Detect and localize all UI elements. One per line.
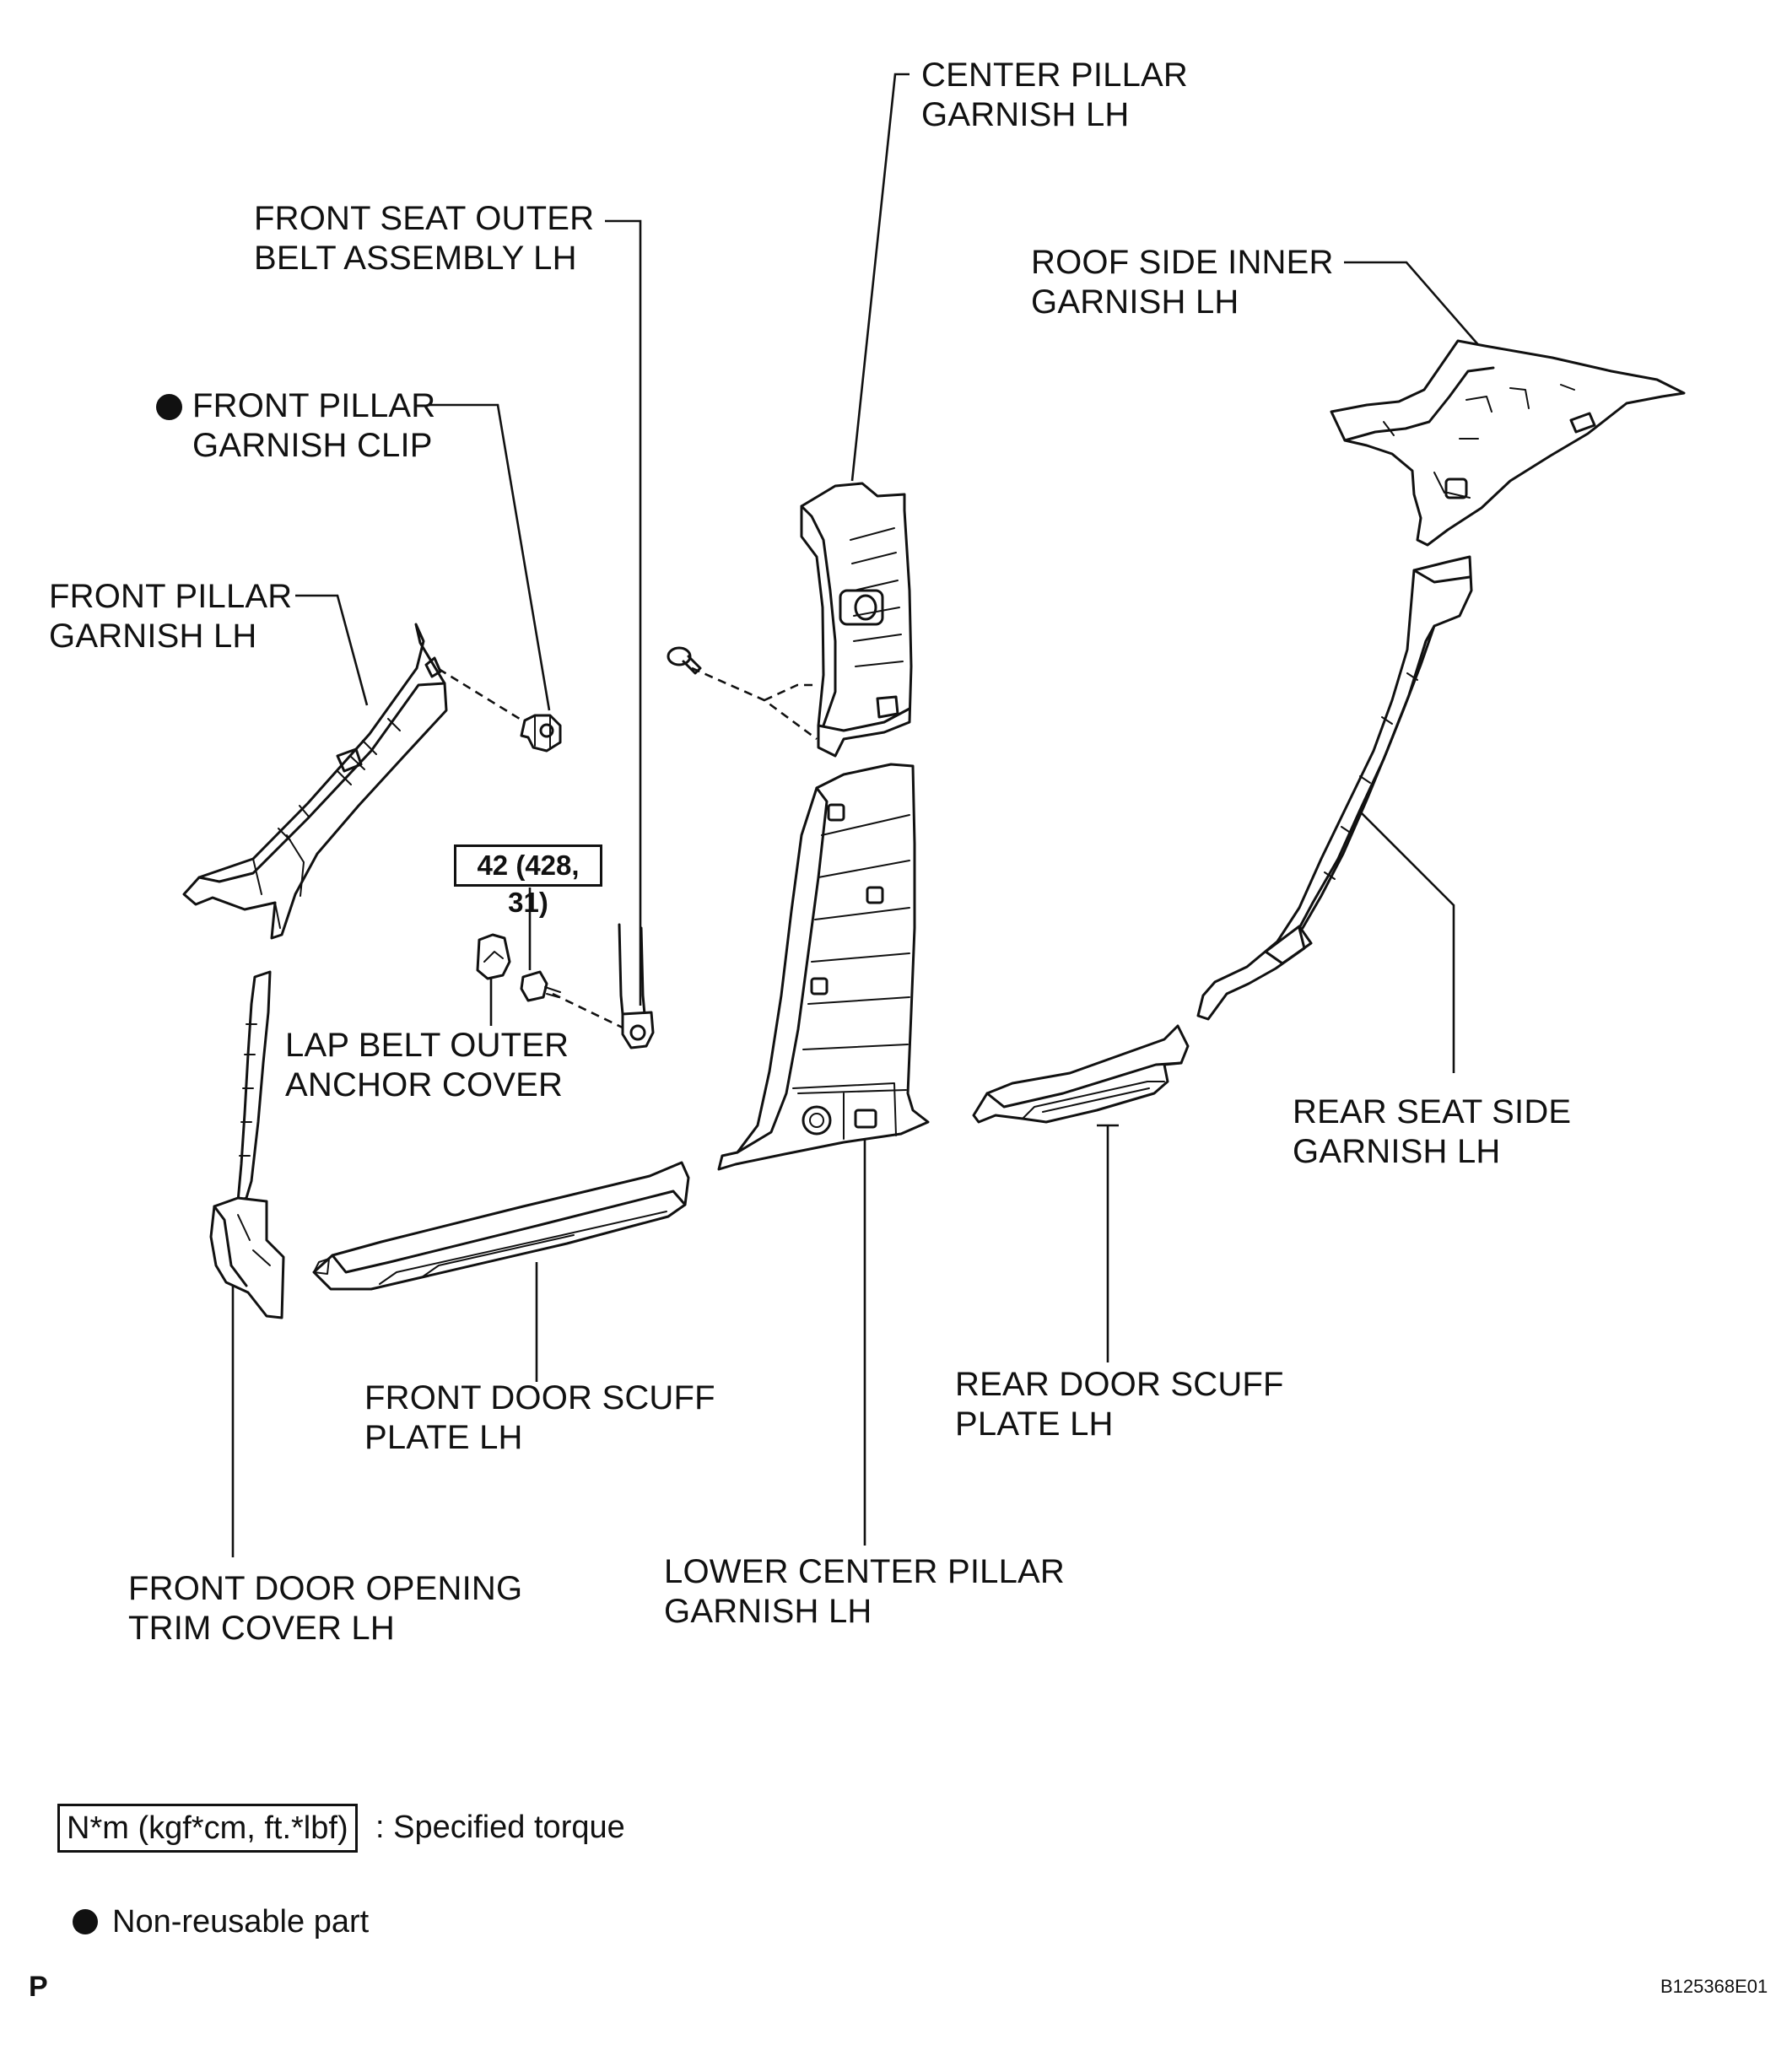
dash-pillar-to-clip [438,667,527,725]
front-scuff-top-edge [331,1190,687,1274]
leader-roof-side [1344,261,1482,348]
anchor-cover-part [476,933,511,980]
bolt-head [520,970,548,1002]
leader-pillar-clip [429,403,551,711]
roof-side-outline [1330,339,1686,547]
front-pillar-ribs [278,718,401,841]
label-roof-side-inner-garnish: ROOF SIDE INNER GARNISH LH [1031,244,1334,321]
label-center-pillar-garnish: CENTER PILLAR GARNISH LH [921,57,1189,133]
bolt-thread [544,986,561,998]
rear-seat-side-foot [1264,925,1313,965]
front-pillar-clip-part [520,714,562,753]
trim-cover-strip [236,970,272,1203]
rear-seat-side-inner-edge [1301,624,1436,930]
roof-side-tab [1569,412,1596,434]
figure-id: B125368E01 [1660,1976,1768,1997]
lower-center-clip-d [854,1109,877,1129]
front-pillar-inner [252,834,305,929]
screw-shank [682,655,702,675]
label-front-door-scuff-plate: FRONT DOOR SCUFF PLATE LH [364,1379,715,1456]
rear-scuff-groove [1022,1081,1165,1120]
lower-center-inner-box [792,1082,897,1140]
rear-seat-side-garnish-part [1196,555,1473,1021]
lower-center-clip-a [827,803,845,822]
torque-spec-box: 42 (428, 31) [454,844,602,918]
label-rear-seat-side-garnish: REAR SEAT SIDE GARNISH LH [1293,1093,1572,1170]
screw-head [667,646,692,666]
belt-anchor-hole [629,1024,646,1041]
non-reusable-dot-icon [156,394,182,420]
roof-side-inner-edge [1343,366,1495,442]
leader-belt-assembly [605,219,642,1006]
lower-center-clip-b [866,886,884,904]
dash-center-bracket [764,683,818,702]
trim-cover-lower-ribs [237,1214,271,1266]
leader-rear-seat-side [1353,805,1455,1073]
legend-non-reusable-text: Non-reusable part [112,1904,370,1940]
label-lower-center-pillar-garnish: LOWER CENTER PILLAR GARNISH LH [664,1553,1066,1630]
front-scuff-outline [312,1161,690,1291]
front-pillar-tab [424,656,442,678]
lower-center-ribs [797,814,910,1094]
anchor-bolt-part [520,970,561,1002]
front-scuff-end [313,1258,330,1275]
label-front-door-opening-trim-cover: FRONT DOOR OPENING TRIM COVER LH [128,1570,523,1647]
clip-detail [534,715,551,750]
front-pillar-clip-seat [336,747,363,773]
lower-center-pillar-part [717,763,930,1171]
rear-seat-side-top-lip [1412,569,1471,584]
label-front-seat-outer-belt: FRONT SEAT OUTER BELT ASSEMBLY LH [254,200,595,277]
center-pillar-window [839,589,884,626]
rear-seat-side-outline [1196,555,1473,1021]
center-pillar-garnish-part [800,482,913,758]
rear-scuff-top-edge [985,1061,1183,1109]
rear-door-scuff-plate-part [972,1024,1190,1124]
trim-cover-lower-edge [213,1205,248,1287]
lower-center-hole-inner [809,1113,824,1128]
center-pillar-belt-slot [854,594,877,621]
center-pillar-front-edge [800,504,837,727]
clip-hole [539,723,554,738]
trim-cover-lower [209,1196,285,1319]
legend-torque-description: : Specified torque [375,1810,625,1845]
label-lap-belt-outer-anchor-cover: LAP BELT OUTER ANCHOR COVER [285,1027,569,1103]
center-pillar-ribs [850,527,904,667]
dash-screw-to-center [691,666,818,741]
lower-center-outline [717,763,930,1171]
roof-side-clip-seat [1444,477,1468,499]
label-front-pillar-garnish-clip: FRONT PILLAR GARNISH CLIP [192,387,436,464]
rear-seat-side-clips [1324,672,1418,880]
legend-torque-units-box: N*m (kgf*cm, ft.*lbf) [57,1804,358,1853]
leader-lines [231,73,1482,1557]
label-front-pillar-garnish: FRONT PILLAR GARNISH LH [49,578,293,655]
assembly-lines [438,666,818,1033]
legend-dot-icon [73,1909,98,1934]
front-scuff-groove [379,1211,667,1285]
opening-trim-cover-part [209,970,285,1319]
front-pillar-outline [182,623,448,940]
page-code: P [29,1971,48,2003]
lower-center-clip-c [810,977,829,995]
front-pillar-garnish-part [182,623,448,940]
front-door-scuff-plate-part [312,1161,690,1291]
leader-front-pillar [295,594,369,706]
trim-cover-clips [239,1023,257,1157]
roof-side-inner-garnish-part [1330,339,1686,547]
front-pillar-edge [197,682,446,883]
belt-webbing [618,923,646,1016]
screw-part [667,646,702,675]
lower-center-front-edge [736,786,829,1154]
center-pillar-outline [800,482,913,758]
label-rear-door-scuff-plate: REAR DOOR SCUFF PLATE LH [955,1366,1284,1443]
anchor-cover-slot [483,951,504,963]
anchor-cover-body [476,933,511,980]
leader-center-pillar [850,73,909,482]
belt-anchor-plate [621,1011,655,1049]
front-seat-belt-part [618,923,655,1049]
center-pillar-lower-lip [817,707,911,732]
lower-center-hole [802,1105,832,1136]
roof-side-ribs [1383,384,1575,499]
